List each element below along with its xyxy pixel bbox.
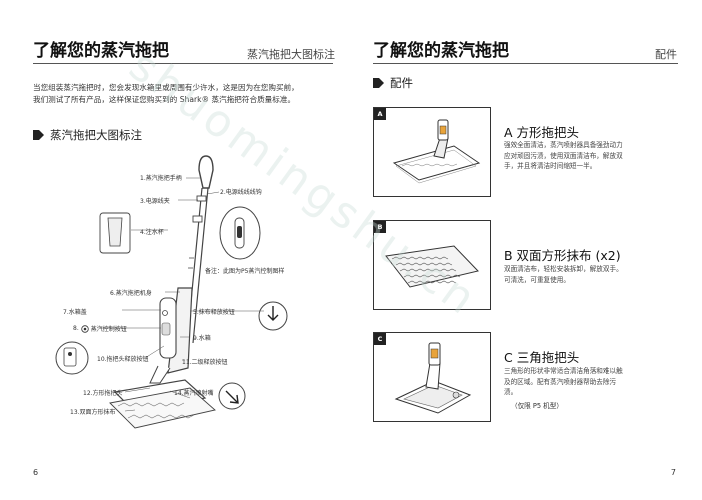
accessory-tag: A xyxy=(374,108,386,120)
callout-12-square-head: 12.方形拖把头 xyxy=(83,390,123,397)
accessories-heading-text: 配件 xyxy=(390,76,413,90)
header-rule xyxy=(373,63,678,64)
callout-8-steam-control: 8. 蒸汽控制按钮 xyxy=(73,324,127,333)
right-page: 了解您的蒸汽拖把 配件 配件 A A 方形拖把头 强效全面清洁，蒸汽喷射器具备强… xyxy=(351,0,702,500)
accessory-c-description: 三角形的形状非常适合清洁角落和难以触及的区域。配有蒸汽喷射器帮助去除污渍。 xyxy=(504,367,623,396)
accessory-b-title: B 双面方形抹布 (x2) xyxy=(504,248,621,263)
section-arrow-icon xyxy=(373,78,384,88)
left-page: 了解您的蒸汽拖把 蒸汽拖把大图标注 当您组装蒸汽拖把时，您会发现水箱里或周围有少… xyxy=(33,41,335,477)
section-arrow-icon xyxy=(33,130,44,140)
callout-6-body: 6.蒸汽拖把机身 xyxy=(110,290,152,297)
header-rule xyxy=(33,63,333,64)
page-title: 了解您的蒸汽拖把 xyxy=(373,41,509,61)
diagram-heading-text: 蒸汽拖把大图标注 xyxy=(50,128,142,142)
callout-2-cord-hook: 2.电源线线线钩 xyxy=(220,189,262,196)
callout-9-water-tank: 9.水箱 xyxy=(193,335,211,342)
section-label: 配件 xyxy=(655,48,677,61)
accessory-b-description: 双面清洁布，轻松安装拆卸，解放双手。可清洗，可重复使用。 xyxy=(504,265,623,284)
callout-4-water-cup: 4.注水杯 xyxy=(140,229,164,236)
steam-control-icon xyxy=(81,324,89,333)
accessory-tag: B xyxy=(374,221,386,233)
accessory-c-title: C 三角拖把头 xyxy=(504,350,580,365)
callout-10-head-release: 10.拖把头释放按钮 xyxy=(97,356,149,363)
diagram-heading: 蒸汽拖把大图标注 xyxy=(33,127,142,143)
accessories-heading: 配件 xyxy=(373,75,413,91)
accessory-b-image: B xyxy=(373,220,491,310)
page-number: 7 xyxy=(670,468,676,477)
callout-8-number: 8. xyxy=(73,325,79,332)
callout-5-cloth-release: 5.抹布释放按钮 xyxy=(193,309,235,316)
triangle-mop-head-icon xyxy=(394,342,472,414)
callout-3-cord-clip: 3.电源线夹 xyxy=(140,198,170,205)
callout-1-handle: 1.蒸汽拖把手柄 xyxy=(140,175,182,182)
callout-11-secondary-release: 11.二级释放按钮 xyxy=(182,359,228,366)
accessory-a-title: A 方形拖把头 xyxy=(504,125,580,140)
square-mop-head-icon xyxy=(392,119,481,184)
steam-mop-diagram xyxy=(55,155,288,429)
callout-note: 备注：此图为P5蒸汽控制图样 xyxy=(205,268,285,275)
page-number: 6 xyxy=(33,468,39,477)
accessory-tag: C xyxy=(374,333,386,345)
accessory-c-image: C xyxy=(373,332,491,422)
callout-13-double-cloth: 13.双面方形抹布 xyxy=(70,409,116,416)
section-label: 蒸汽拖把大图标注 xyxy=(247,48,335,61)
intro-paragraph: 当您组装蒸汽拖把时，您会发现水箱里或周围有少许水，这是因为在您购买前，我们测试了… xyxy=(33,83,299,104)
callout-8-label: 蒸汽控制按钮 xyxy=(90,326,127,333)
callout-7-tank-cap: 7.水箱盖 xyxy=(63,309,87,316)
page-title: 了解您的蒸汽拖把 xyxy=(33,41,169,61)
callout-14-steam-nozzle: 14.蒸汽喷射嘴 xyxy=(174,390,214,397)
accessory-a-description: 强效全面清洁，蒸汽喷射器具备强劲动力应对顽固污渍，使用双面清洁布，解放双手，并且… xyxy=(504,141,623,170)
accessory-c-note: （仅限 P5 机型） xyxy=(511,402,563,410)
double-cloth-icon xyxy=(385,245,479,288)
accessory-a-image: A xyxy=(373,107,491,197)
